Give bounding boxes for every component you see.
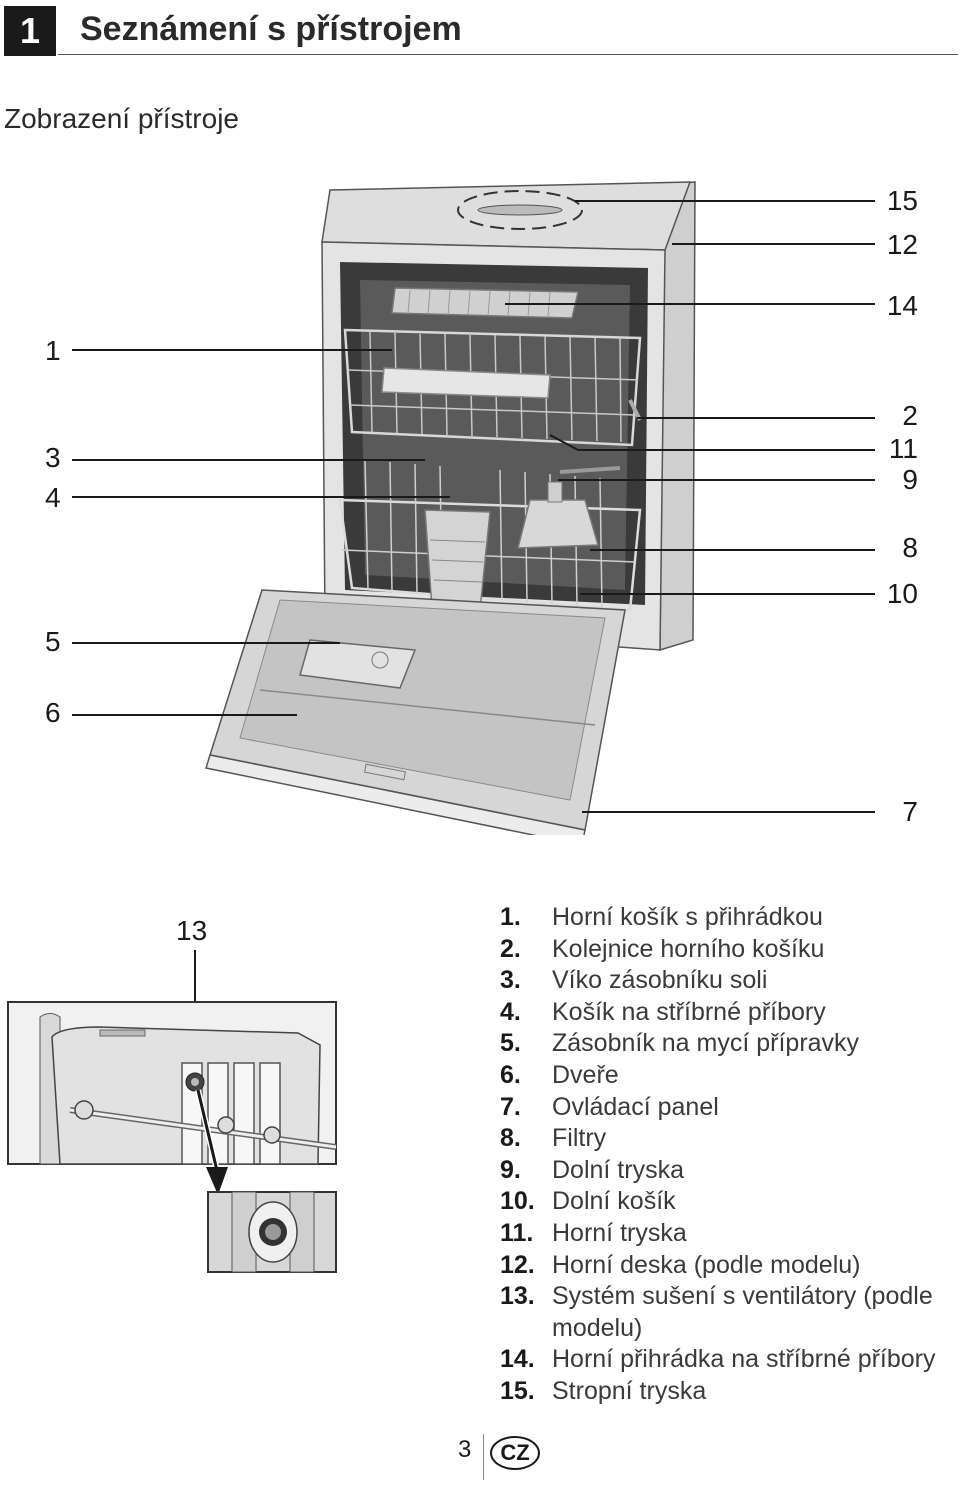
list-item: 8.Filtry <box>500 1124 607 1153</box>
list-item: 1.Horní košík s přihrádkou <box>500 903 823 931</box>
callout-12: 12 <box>887 229 918 260</box>
section-title: Zobrazení přístroje <box>4 103 239 134</box>
list-item: 5.Zásobník na mycí přípravky <box>500 1029 860 1058</box>
dishwasher-illustration <box>205 181 696 835</box>
list-item: 14.Horní přihrádka na stříbrné příbory <box>500 1345 936 1374</box>
list-item: 6.Dveře <box>500 1060 619 1089</box>
list-item: 9.Dolní tryska <box>500 1155 684 1184</box>
list-item: 3.Víko zásobníku soli <box>500 966 768 995</box>
chapter-title: Seznámení s přístrojem <box>80 10 462 48</box>
callout-7: 7 <box>902 796 918 827</box>
callout-11: 11 <box>889 433 918 464</box>
dishwasher-diagram: 1 3 4 5 6 15 12 14 2 11 9 8 10 7 <box>45 181 918 835</box>
callout-5: 5 <box>45 626 61 657</box>
fan-drying-figure: 13 <box>7 915 337 1273</box>
footer-divider <box>483 1434 484 1480</box>
list-item: 15.Stropní tryska <box>500 1376 707 1405</box>
callout-9: 9 <box>902 464 918 495</box>
callout-1: 1 <box>45 335 61 366</box>
list-item: 13.Systém sušení s ventilátory (podle mo… <box>500 1282 933 1342</box>
callout-13: 13 <box>176 915 207 946</box>
fan-interior-illustration <box>7 1001 337 1165</box>
country-badge: CZ <box>490 1436 540 1470</box>
callout-4: 4 <box>45 482 61 513</box>
callout-2: 2 <box>902 400 918 431</box>
callout-10: 10 <box>887 578 918 609</box>
callout-8: 8 <box>902 532 918 563</box>
list-item: 11.Horní tryska <box>500 1218 687 1247</box>
callout-3: 3 <box>45 442 61 473</box>
leader-11-kink <box>549 434 579 451</box>
page-number: 3 <box>458 1436 472 1463</box>
chapter-divider <box>58 54 958 55</box>
list-item: 2.Kolejnice horního košíku <box>500 934 825 963</box>
list-item: 7.Ovládací panel <box>500 1092 719 1121</box>
chapter-number: 1 <box>4 6 56 56</box>
parts-legend: 1.Horní košík s přihrádkou 2.Kolejnice h… <box>500 902 957 1408</box>
fan-detail-illustration <box>207 1191 337 1273</box>
list-item: 4.Košík na stříbrné příbory <box>500 997 826 1026</box>
list-item: 10.Dolní košík <box>500 1187 676 1216</box>
callout-14: 14 <box>887 290 918 321</box>
list-item: 12.Horní deska (podle modelu) <box>500 1250 861 1279</box>
callout-6: 6 <box>45 697 61 728</box>
callout-15: 15 <box>887 185 918 216</box>
